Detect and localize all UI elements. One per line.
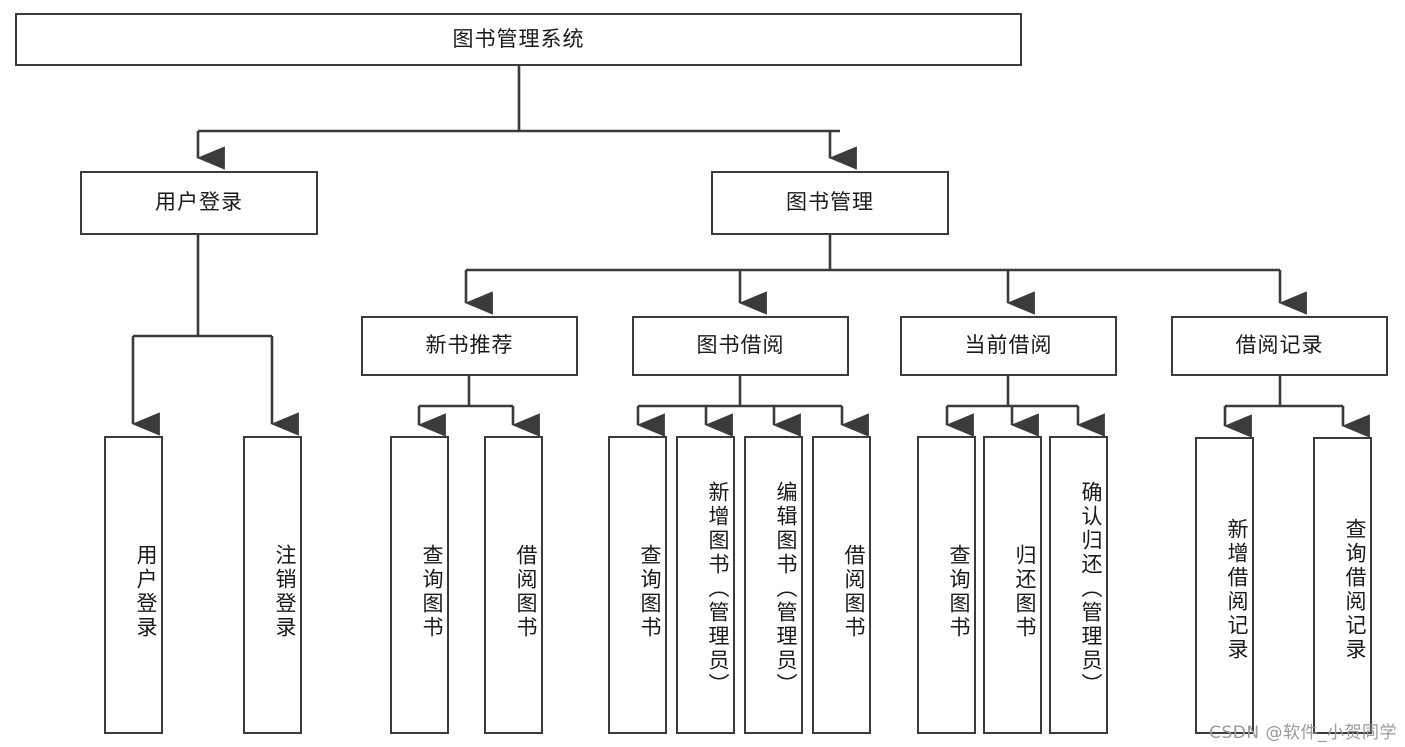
leaf-borrow-add-book-admin-label: 新增图书（管理员） [706, 481, 730, 697]
leaf-user-login-login-label: 用户登录 [134, 544, 158, 640]
leaf-record-add-record-label: 新增借阅记录 [1225, 517, 1249, 662]
leaf-current-return-book-label: 归还图书 [1013, 544, 1037, 640]
leaf-record-query-record[interactable]: 查询借阅记录 [1313, 437, 1372, 734]
leaf-current-confirm-return-admin[interactable]: 确认归还（管理员） [1049, 436, 1108, 734]
leaf-current-query-book[interactable]: 查询图书 [917, 436, 976, 734]
leaf-user-login-login[interactable]: 用户登录 [104, 436, 163, 734]
node-borrow-record[interactable]: 借阅记录 [1171, 316, 1388, 376]
node-root-label: 图书管理系统 [452, 26, 585, 51]
leaf-borrow-edit-book-admin[interactable]: 编辑图书（管理员） [744, 436, 803, 734]
leaf-borrow-query-book-label: 查询图书 [638, 544, 662, 640]
leaf-recommend-query-book-label: 查询图书 [420, 544, 444, 640]
leaf-borrow-add-book-admin[interactable]: 新增图书（管理员） [676, 436, 735, 734]
leaf-borrow-edit-book-admin-label: 编辑图书（管理员） [774, 481, 798, 697]
node-book-borrow[interactable]: 图书借阅 [632, 316, 849, 376]
node-new-book-recommend-label: 新书推荐 [425, 333, 514, 358]
node-book-management[interactable]: 图书管理 [711, 171, 949, 235]
leaf-current-query-book-label: 查询图书 [947, 544, 971, 640]
watermark-text: CSDN @软件_小贺同学 [1209, 723, 1397, 743]
node-borrow-record-label: 借阅记录 [1235, 333, 1324, 358]
node-user-login-label: 用户登录 [155, 190, 243, 215]
node-root[interactable]: 图书管理系统 [15, 13, 1022, 66]
leaf-user-login-logout[interactable]: 注销登录 [243, 436, 302, 734]
leaf-borrow-query-book[interactable]: 查询图书 [608, 436, 667, 734]
node-book-borrow-label: 图书借阅 [696, 333, 785, 358]
leaf-current-confirm-return-admin-label: 确认归还（管理员） [1079, 481, 1103, 697]
node-user-login[interactable]: 用户登录 [80, 171, 318, 235]
leaf-recommend-borrow-book-label: 借阅图书 [514, 544, 538, 640]
leaf-record-add-record[interactable]: 新增借阅记录 [1195, 437, 1254, 734]
node-new-book-recommend[interactable]: 新书推荐 [361, 316, 578, 376]
leaf-recommend-query-book[interactable]: 查询图书 [390, 436, 449, 734]
leaf-borrow-borrow-book-label: 借阅图书 [842, 544, 866, 640]
node-book-management-label: 图书管理 [786, 190, 874, 215]
leaf-borrow-borrow-book[interactable]: 借阅图书 [812, 436, 871, 734]
leaf-current-return-book[interactable]: 归还图书 [983, 436, 1042, 734]
node-current-borrow-label: 当前借阅 [964, 333, 1053, 358]
leaf-user-login-logout-label: 注销登录 [273, 544, 297, 640]
leaf-record-query-record-label: 查询借阅记录 [1343, 517, 1367, 662]
leaf-recommend-borrow-book[interactable]: 借阅图书 [484, 436, 543, 734]
node-current-borrow[interactable]: 当前借阅 [900, 316, 1117, 376]
